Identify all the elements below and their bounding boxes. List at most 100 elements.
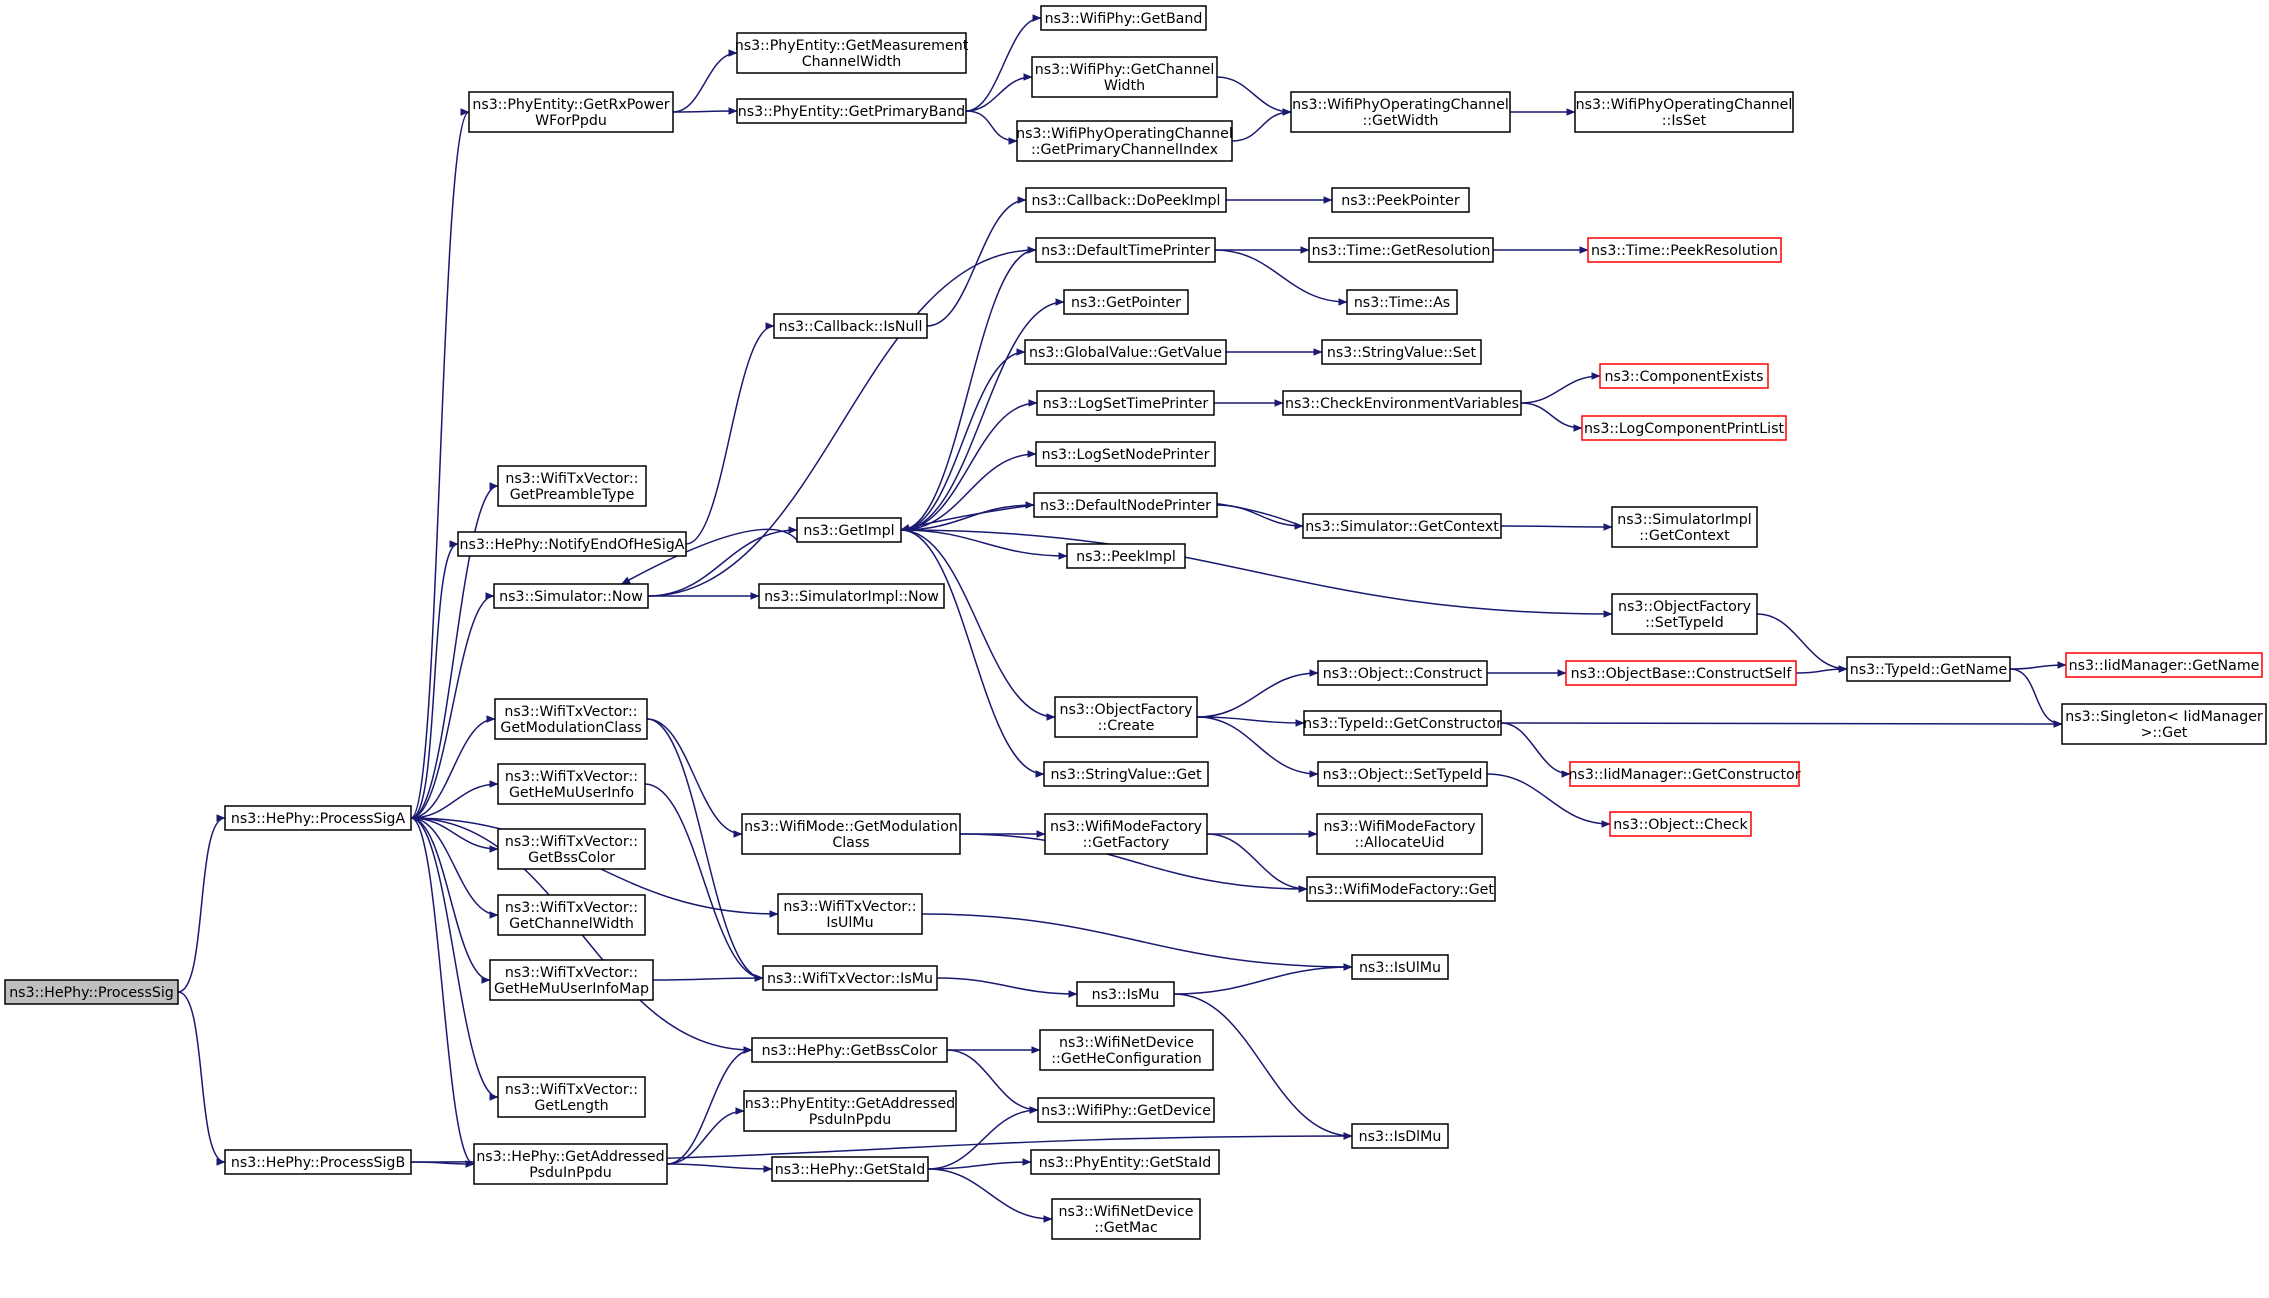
node-label: ns3::HePhy::GetBssColor [762,1043,938,1059]
node-singleton-get[interactable]: ns3::Singleton< IidManager>::Get [2061,703,2267,745]
node-simulator-impl-get-context[interactable]: ns3::SimulatorImpl::GetContext [1611,506,1758,548]
node-label: GetLength [534,1098,608,1114]
node-iid-manager-get-constructor[interactable]: ns3::IidManager::GetConstructor [1568,761,1801,787]
edge-callbackIsNull-to-doPeekImpl [926,196,1027,327]
node-he-phy-get-sta-id[interactable]: ns3::HePhy::GetStaId [771,1156,929,1182]
node-default-node-printer[interactable]: ns3::DefaultNodePrinter [1033,492,1218,518]
node-get-primary-band[interactable]: ns3::PhyEntity::GetPrimaryBand [736,98,967,124]
node-label: ns3::WifiPhy::GetDevice [1041,1103,1211,1119]
node-label: ns3::ObjectFactory [1060,702,1193,718]
node-he-phy-get-bss-color[interactable]: ns3::HePhy::GetBssColor [751,1037,948,1063]
node-string-value-set[interactable]: ns3::StringValue::Set [1321,339,1482,365]
node-process-sig[interactable]: ns3::HePhy::ProcessSig [4,979,179,1005]
node-get-length[interactable]: ns3::WifiTxVector::GetLength [497,1076,646,1118]
node-wifi-mode-factory-get[interactable]: ns3::WifiModeFactory::Get [1306,876,1496,902]
node-time-get-resolution[interactable]: ns3::Time::GetResolution [1308,237,1494,263]
node-label: ::Create [1098,718,1155,734]
node-object-base-construct-self[interactable]: ns3::ObjectBase::ConstructSelf [1565,660,1797,686]
node-get-channel-width-phy[interactable]: ns3::WifiPhy::GetChannelWidth [1031,56,1218,98]
node-label: GetPreambleType [510,487,635,503]
node-phy-entity-get-sta-id[interactable]: ns3::PhyEntity::GetStaId [1030,1149,1220,1175]
node-process-sig-b[interactable]: ns3::HePhy::ProcessSigB [224,1149,412,1175]
node-get-pointer[interactable]: ns3::GetPointer [1063,289,1189,315]
node-get-he-mu-user-info[interactable]: ns3::WifiTxVector::GetHeMuUserInfo [497,763,646,805]
node-get-impl[interactable]: ns3::GetImpl [796,517,902,543]
node-type-id-get-constructor[interactable]: ns3::TypeId::GetConstructor [1303,710,1502,736]
node-process-sig-a[interactable]: ns3::HePhy::ProcessSigA [224,805,412,831]
node-log-component-print-list[interactable]: ns3::LogComponentPrintList [1581,415,1787,441]
node-label: ::IsSet [1662,113,1707,129]
node-wifi-net-device-get-mac[interactable]: ns3::WifiNetDevice::GetMac [1051,1198,1201,1240]
node-get-bss-color-tx[interactable]: ns3::WifiTxVector::GetBssColor [497,828,646,870]
node-wifi-mode-get-modulation-class[interactable]: ns3::WifiMode::GetModulationClass [741,813,961,855]
node-do-peek-impl[interactable]: ns3::Callback::DoPeekImpl [1025,187,1227,213]
node-object-factory-create[interactable]: ns3::ObjectFactory::Create [1054,696,1198,738]
node-is-dl-mu[interactable]: ns3::IsDlMu [1351,1123,1449,1149]
node-is-mu-tx[interactable]: ns3::WifiTxVector::IsMu [762,965,938,991]
node-box [1044,813,1208,855]
node-box [1303,710,1502,736]
node-box [473,1143,668,1185]
node-op-ch-get-width[interactable]: ns3::WifiPhyOperatingChannel::GetWidth [1290,91,1511,133]
node-label: ns3::WifiModeFactory [1323,819,1475,835]
node-box [497,763,646,805]
node-default-time-printer[interactable]: ns3::DefaultTimePrinter [1035,237,1216,263]
node-wifi-mode-factory-get-factory[interactable]: ns3::WifiModeFactory::GetFactory [1044,813,1208,855]
node-get-he-configuration[interactable]: ns3::WifiNetDevice::GetHeConfiguration [1039,1029,1214,1071]
node-simulator-impl-now[interactable]: ns3::SimulatorImpl::Now [758,583,945,609]
node-object-construct[interactable]: ns3::Object::Construct [1317,660,1488,686]
node-time-peek-resolution[interactable]: ns3::Time::PeekResolution [1587,237,1782,263]
node-label: ns3::WifiPhyOperatingChannel [1576,97,1793,113]
node-get-channel-width-tx[interactable]: ns3::WifiTxVector::GetChannelWidth [497,894,646,936]
node-wifi-mode-factory-allocate-uid[interactable]: ns3::WifiModeFactory::AllocateUid [1316,813,1483,855]
edge-isMuTx-to-isMu [936,977,1078,998]
node-box [1316,813,1483,855]
node-get-modulation-class-tx[interactable]: ns3::WifiTxVector::GetModulationClass [494,698,648,740]
node-peek-impl[interactable]: ns3::PeekImpl [1066,543,1186,569]
node-box [493,583,649,609]
node-box [751,1037,948,1063]
node-object-set-type-id[interactable]: ns3::Object::SetTypeId [1317,761,1488,787]
node-check-env-vars[interactable]: ns3::CheckEnvironmentVariables [1282,390,1522,416]
node-wifi-phy-get-device[interactable]: ns3::WifiPhy::GetDevice [1037,1097,1215,1123]
node-label: ::GetWidth [1362,113,1438,129]
node-log-set-node-printer[interactable]: ns3::LogSetNodePrinter [1035,441,1216,467]
node-box [1351,954,1449,980]
node-op-ch-is-set[interactable]: ns3::WifiPhyOperatingChannel::IsSet [1574,91,1794,133]
node-box [1321,339,1482,365]
node-notify-end-of-he-sig-a[interactable]: ns3::HePhy::NotifyEndOfHeSigA [457,531,687,557]
node-component-exists[interactable]: ns3::ComponentExists [1599,363,1769,389]
node-peek-pointer[interactable]: ns3::PeekPointer [1331,187,1470,213]
node-object-check[interactable]: ns3::Object::Check [1609,811,1752,837]
node-iid-manager-get-name[interactable]: ns3::IidManager::GetName [2065,652,2263,678]
node-box [758,583,945,609]
node-string-value-get[interactable]: ns3::StringValue::Get [1043,761,1209,787]
node-get-band[interactable]: ns3::WifiPhy::GetBand [1040,5,1207,31]
node-callback-is-null[interactable]: ns3::Callback::IsNull [773,313,928,339]
node-object-factory-set-type-id[interactable]: ns3::ObjectFactory::SetTypeId [1611,593,1758,635]
node-log-set-time-printer[interactable]: ns3::LogSetTimePrinter [1036,390,1215,416]
node-is-mu[interactable]: ns3::IsMu [1076,981,1175,1007]
node-label: ns3::DefaultNodePrinter [1040,498,1211,514]
node-time-as[interactable]: ns3::Time::As [1346,289,1458,315]
node-get-preamble-type[interactable]: ns3::WifiTxVector::GetPreambleType [497,465,647,507]
node-label: ns3::WifiTxVector:: [505,769,638,785]
node-is-ul-mu-tx[interactable]: ns3::WifiTxVector::IsUlMu [777,893,923,935]
node-box [1043,761,1209,787]
node-label: >::Get [2141,725,2188,741]
node-global-value-get-value[interactable]: ns3::GlobalValue::GetValue [1024,339,1227,365]
edge-checkEnvVars-to-logComponentPrintList [1520,402,1583,432]
node-is-ul-mu[interactable]: ns3::IsUlMu [1351,954,1449,980]
node-label: ns3::WifiTxVector:: [504,704,637,720]
node-simulator-get-context[interactable]: ns3::Simulator::GetContext [1302,513,1502,539]
node-box [1076,981,1175,1007]
node-get-meas-ch-width[interactable]: ns3::PhyEntity::GetMeasurementChannelWid… [735,32,969,74]
node-get-primary-ch-idx[interactable]: ns3::WifiPhyOperatingChannel::GetPrimary… [1016,120,1233,162]
node-simulator-now[interactable]: ns3::Simulator::Now [493,583,649,609]
node-get-he-mu-user-info-map[interactable]: ns3::WifiTxVector::GetHeMuUserInfoMap [489,959,654,1001]
edge-processSigA-to-getLength [410,817,499,1101]
node-type-id-get-name[interactable]: ns3::TypeId::GetName [1846,656,2011,682]
